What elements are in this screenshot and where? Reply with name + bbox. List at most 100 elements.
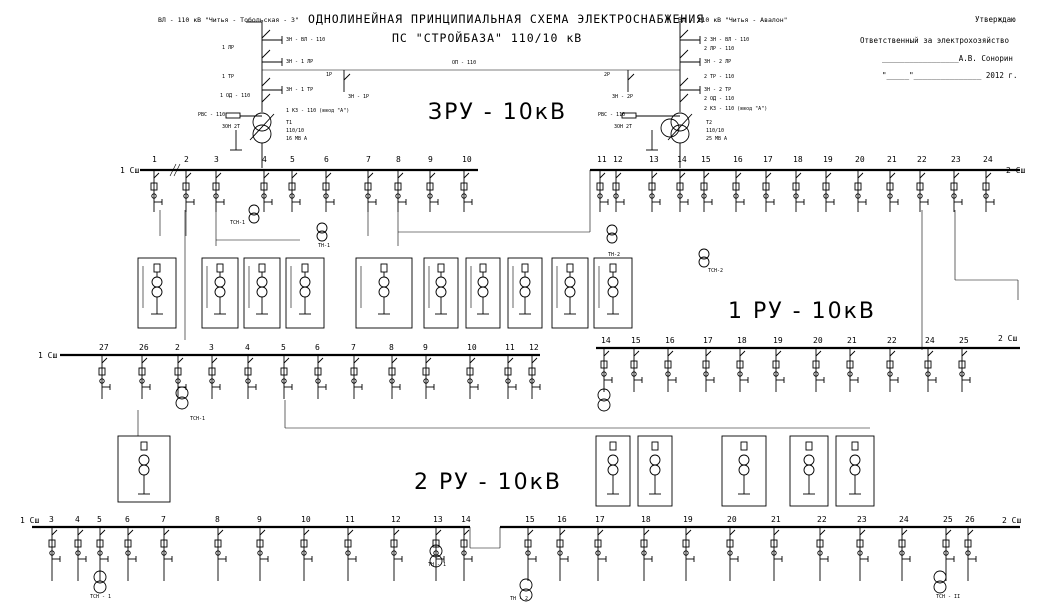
hv-op-label: ОП - 110 xyxy=(452,60,476,66)
voltage-transformer-symbol xyxy=(316,222,328,242)
ru1-feeder xyxy=(702,348,715,392)
voltage-transformer-symbol xyxy=(698,248,710,268)
ru1-cell-number: 18 xyxy=(737,336,747,345)
ru2-feeder xyxy=(124,527,137,581)
ru1-feeder xyxy=(772,348,785,392)
ru2-cell-number: 24 xyxy=(899,515,909,524)
ru1-cell-number: 27 xyxy=(99,343,109,352)
ru2-cell-number: 5 xyxy=(97,515,102,524)
hv-left-label-1: 1 ЛР xyxy=(222,45,234,51)
t2-power: 25 МВ А xyxy=(706,136,727,142)
transformer-substation-box xyxy=(465,257,501,329)
ru1-cell-number: 17 xyxy=(703,336,713,345)
voltage-transformer-symbol xyxy=(933,570,947,594)
hv-right-label-3: 2 ТР - 110 xyxy=(704,74,734,80)
ru1-feeder xyxy=(664,348,677,392)
approval-date: "_____"_______________ 2012 г. xyxy=(882,71,1017,80)
voltage-transformer-symbol xyxy=(519,578,533,602)
ru1-feeder xyxy=(98,355,111,399)
hv-line-right: ВЛ - 110 кВ "Читья - Авалон" xyxy=(678,16,788,24)
ru1-feeder xyxy=(504,355,517,399)
transformer-substation-box xyxy=(507,257,543,329)
ru1-feeder xyxy=(736,348,749,392)
ru1-cell-number: 24 xyxy=(925,336,935,345)
ru2-feeder xyxy=(640,527,653,581)
ru2-cell-number: 25 xyxy=(943,515,953,524)
zru-feeder xyxy=(700,170,713,212)
zru-cell-number: 14 xyxy=(677,155,687,164)
ru1-feeder xyxy=(924,348,937,392)
ru1-cell-number: 11 xyxy=(505,343,515,352)
ru2-feeder xyxy=(160,527,173,581)
transformer-substation-box xyxy=(721,435,767,507)
zru-feeder xyxy=(394,170,407,212)
voltage-transformer-symbol xyxy=(248,204,260,224)
ru2-cell-number: 19 xyxy=(683,515,693,524)
ru2-feeder xyxy=(942,527,955,581)
zru-cell-number: 5 xyxy=(290,155,295,164)
ru2-feeder xyxy=(594,527,607,581)
hv-lp2: 2Р xyxy=(604,72,610,78)
ru1-feeder xyxy=(422,355,435,399)
ru2-cell-number: 12 xyxy=(391,515,401,524)
zru-feeder xyxy=(288,170,301,212)
zru-feeder xyxy=(822,170,835,212)
ru2-feeder xyxy=(964,527,977,581)
ru1-cell-number: 8 xyxy=(389,343,394,352)
zru-cell-number: 23 xyxy=(951,155,961,164)
zru-cell-number: 1 xyxy=(152,155,157,164)
ru1-cell-number: 26 xyxy=(139,343,149,352)
zru-feeder xyxy=(886,170,899,212)
t1-name: Т1 xyxy=(286,120,292,126)
zru-feeder xyxy=(150,170,163,212)
zru-cell-number: 24 xyxy=(983,155,993,164)
ru1-cell-number: 9 xyxy=(423,343,428,352)
zru-feeder xyxy=(612,170,625,212)
hv-left-label-2: 3Н - 1 ЛР xyxy=(286,59,313,65)
ru1-feeder xyxy=(138,355,151,399)
transformer-substation-box xyxy=(117,435,171,503)
approval-approve: Утверждаю xyxy=(975,15,1016,24)
zru-tn1: ТН-1 xyxy=(318,243,330,249)
ru2-cell-number: 3 xyxy=(49,515,54,524)
zru-feeder xyxy=(676,170,689,212)
ru2-feeder xyxy=(856,527,869,581)
ru2-cell-number: 15 xyxy=(525,515,535,524)
title-line2: ПС "СТРОЙБАЗА" 110/10 кВ xyxy=(392,30,582,45)
hv-right-label-4: 3Н - 2 ТР xyxy=(704,87,731,93)
ru1-cell-number: 22 xyxy=(887,336,897,345)
hv-left-label-4: 3Н - 1 ТР xyxy=(286,87,313,93)
ru1-feeder xyxy=(600,348,613,392)
ru1-feeder xyxy=(958,348,971,392)
hv-left-label-3: 1 ТР xyxy=(222,74,234,80)
ru2-cell-number: 14 xyxy=(461,515,471,524)
transformer-t1 xyxy=(225,112,275,168)
ru2-cell-number: 21 xyxy=(771,515,781,524)
ru2-feeder xyxy=(524,527,537,581)
ru2-cell-number: 23 xyxy=(857,515,867,524)
zru-feeder xyxy=(854,170,867,212)
ru2-cell-number: 22 xyxy=(817,515,827,524)
ru2-cell-number: 18 xyxy=(641,515,651,524)
ru2-cell-number: 20 xyxy=(727,515,737,524)
ru1-cell-number: 16 xyxy=(665,336,675,345)
zru-cell-number: 7 xyxy=(366,155,371,164)
ru2-cell-number: 11 xyxy=(345,515,355,524)
zru-cell-number: 10 xyxy=(462,155,472,164)
ru2-feeder xyxy=(726,527,739,581)
ru1-feeder xyxy=(630,348,643,392)
ru2-cell-number: 7 xyxy=(161,515,166,524)
ru1-feeder xyxy=(244,355,257,399)
zru-sec2: 2 Сш xyxy=(1006,166,1025,175)
zru-cell-number: 6 xyxy=(324,155,329,164)
zru-feeder xyxy=(732,170,745,212)
zru-cell-number: 18 xyxy=(793,155,803,164)
ru1-feeder xyxy=(314,355,327,399)
approval-responsible: Ответственный за электрохозяйство xyxy=(860,36,1009,45)
zru-cell-number: 12 xyxy=(613,155,623,164)
zru-feeder xyxy=(426,170,439,212)
zru-feeder xyxy=(950,170,963,212)
ru1-cell-number: 4 xyxy=(245,343,250,352)
